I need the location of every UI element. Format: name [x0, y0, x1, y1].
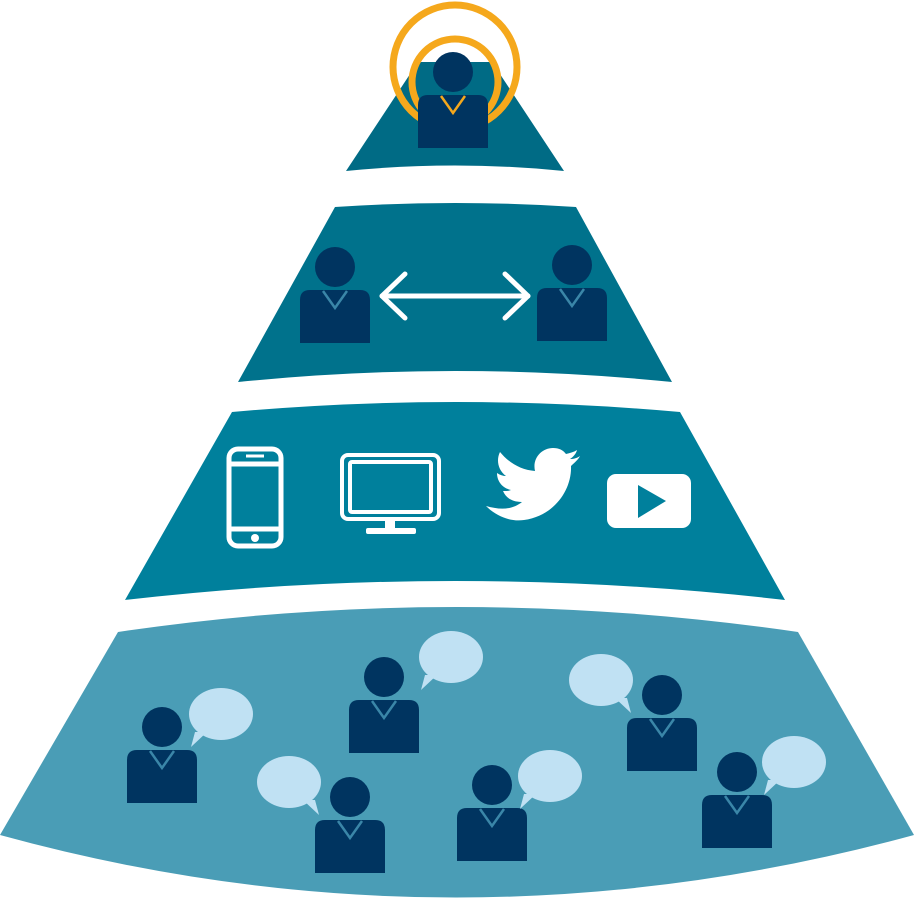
play-triangle — [638, 485, 666, 518]
person-head — [364, 657, 404, 697]
person-icon — [457, 765, 527, 861]
speech-bubble-tail — [303, 800, 319, 815]
person-body — [300, 290, 370, 343]
person-collar — [439, 95, 467, 116]
double-arrow-icon — [379, 271, 531, 321]
speech-bubble-icon — [569, 654, 633, 713]
person-head — [472, 765, 512, 805]
speech-bubble-icon — [518, 750, 582, 809]
person-head — [330, 777, 370, 817]
person-icon — [315, 777, 385, 873]
speech-bubble-tail — [615, 698, 631, 713]
speech-bubble-tail — [764, 780, 780, 795]
speech-bubble-body — [762, 736, 826, 788]
person-body — [627, 718, 697, 771]
person-body — [457, 808, 527, 861]
monitor-stand — [385, 519, 395, 529]
person-body — [537, 288, 607, 341]
speech-bubble-icon — [257, 756, 321, 815]
speech-bubble-body — [518, 750, 582, 802]
speech-bubble-tail — [520, 794, 536, 809]
person-icon — [127, 707, 197, 803]
speech-bubble-body — [189, 688, 253, 740]
person-body — [127, 750, 197, 803]
tier-3 — [125, 402, 785, 600]
speech-bubble-icon — [189, 688, 253, 747]
person-icon — [627, 675, 697, 771]
person-body — [349, 700, 419, 753]
person-icon — [537, 245, 607, 341]
person-icon — [300, 247, 370, 343]
smartphone-icon — [226, 446, 284, 549]
speech-bubble-body — [419, 631, 483, 683]
speech-bubble-tail — [421, 675, 437, 690]
person-collar — [148, 750, 176, 771]
person-icon — [702, 752, 772, 848]
smartphone-home-button — [251, 534, 259, 542]
person-head — [717, 752, 757, 792]
person-icon — [418, 52, 488, 148]
person-head — [315, 247, 355, 287]
twitter-bird-icon — [486, 448, 580, 521]
person-collar — [648, 718, 676, 739]
person-body — [315, 820, 385, 873]
speech-bubble-icon — [762, 736, 826, 795]
person-collar — [336, 820, 364, 841]
person-head — [642, 675, 682, 715]
tier-4 — [0, 607, 914, 898]
speech-bubble-body — [569, 654, 633, 706]
speech-bubble-body — [257, 756, 321, 808]
person-collar — [478, 808, 506, 829]
person-head — [142, 707, 182, 747]
monitor-base — [366, 528, 416, 534]
person-head — [433, 52, 473, 92]
person-collar — [558, 288, 586, 309]
speech-bubble-icon — [419, 631, 483, 690]
person-icon — [349, 657, 419, 753]
person-collar — [723, 795, 751, 816]
person-head — [552, 245, 592, 285]
person-collar — [370, 700, 398, 721]
person-body — [702, 795, 772, 848]
person-collar — [321, 290, 349, 311]
speech-bubble-tail — [191, 732, 207, 747]
person-body — [418, 95, 488, 148]
